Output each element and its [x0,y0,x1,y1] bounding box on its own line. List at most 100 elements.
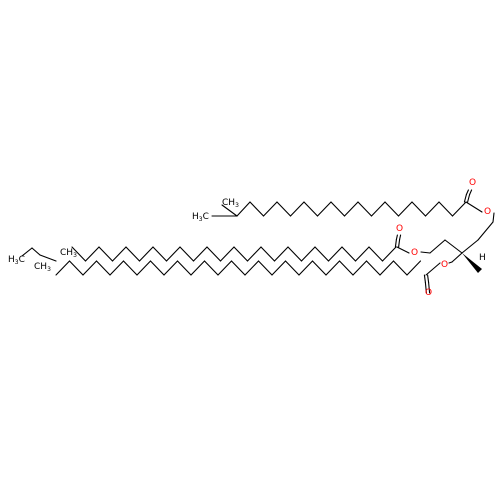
methyl-label-middle-chain: CH3 [60,248,77,259]
chain-bottom [257,260,273,276]
chain-bottom [55,260,71,276]
chain-bottom [284,260,300,276]
glycerol-bond [420,251,431,254]
chain-middle [233,246,249,262]
chain-middle [206,246,222,262]
methyl-label-bottom-ethyl: H3C [8,255,25,266]
chain-top [249,201,265,217]
chain-top [357,201,373,217]
chain-middle [219,246,235,262]
carbonyl-oxygen-top: O [469,178,476,188]
chain-top-branch [221,204,238,217]
chain-bottom [298,260,314,276]
chain-middle [354,246,370,262]
carbonyl-bond-top [465,189,469,196]
chain-bottom [311,260,327,276]
carbonyl-bond-top [467,193,471,203]
chain-bottom [379,260,395,276]
glycerol-bond [461,239,479,254]
chain-bottom [39,254,57,262]
chain-middle [98,246,114,262]
chain-top [303,201,319,217]
glycerol-bond [448,261,453,264]
chain-top [370,201,386,217]
chain-middle [287,246,303,262]
chain-bottom [338,260,354,276]
carbonyl-bond-middle [395,234,398,241]
stereo-hydrogen: H [479,253,486,263]
chain-top [438,201,454,217]
chain-bottom [365,260,381,276]
chain-bottom [176,260,192,276]
bond-layer [21,189,495,294]
chain-middle [368,246,384,262]
chain-middle [165,246,181,262]
chain-middle [300,246,316,262]
chain-bottom [244,260,260,276]
carbonyl-bond-bottom [428,281,431,294]
chain-bottom [136,260,152,276]
ester-oxygen-top: O [484,207,491,217]
carbonyl-bond-bottom [423,274,426,284]
chain-middle [111,246,127,262]
carbonyl-bond-middle [394,238,397,248]
chain-bottom [149,260,165,276]
carbonyl-bond-top [469,189,473,196]
chain-middle [273,246,289,262]
methyl-label-top-branch: CH3 [222,198,239,209]
carbonyl-oxygen-middle: O [396,224,403,234]
chain-middle [192,246,208,262]
chain-bottom [406,260,422,276]
glycerol-bond [492,212,495,223]
chain-middle [138,246,154,262]
chain-middle [246,246,262,262]
chain-top [424,201,440,217]
chain-middle [84,246,100,262]
chain-bottom [122,260,138,276]
chain-bottom [325,260,341,276]
chain-top [276,201,292,217]
glycerol-bond [477,221,494,241]
chain-top [316,201,332,217]
chain-bottom-ethyl [21,247,33,257]
chain-bottom [230,260,246,276]
chain-middle [260,246,276,262]
carbonyl-bond-bottom [427,274,430,284]
ester-bond-top [465,201,483,213]
chain-bottom [190,260,206,276]
ester-oxygen-bottom: O [441,260,448,270]
chain-middle [179,246,195,262]
ester-bond-middle [396,246,410,254]
chain-bottom [352,260,368,276]
chain-top [384,201,400,217]
chain-top [330,201,346,217]
chain-top [397,201,413,217]
carbonyl-bond-middle [399,234,402,241]
methyl-label-top-ethyl: H3C [192,212,209,223]
chain-bottom-ethyl [31,247,41,256]
ester-bond-bottom [425,262,441,276]
chain-top [289,201,305,217]
chain-top [411,201,427,217]
chain-middle [71,246,87,262]
chain-bottom [271,260,287,276]
chain-bottom [68,260,84,276]
chain-bottom [217,260,233,276]
chain-top [343,201,359,217]
carbonyl-bond-bottom [424,281,427,294]
carbonyl-bond-top [463,193,467,203]
chain-middle [152,246,168,262]
ester-oxygen-middle: O [411,248,418,258]
glycerol-bond [451,252,463,263]
chain-bottom [203,260,219,276]
chain-middle [327,246,343,262]
chain-top [451,201,467,217]
chain-middle [381,246,397,262]
carbonyl-bond-middle [398,238,401,248]
chain-middle [125,246,141,262]
chain-bottom [109,260,125,276]
chain-bottom [392,260,408,276]
glycerol-bond [444,239,463,254]
chain-middle [341,246,357,262]
